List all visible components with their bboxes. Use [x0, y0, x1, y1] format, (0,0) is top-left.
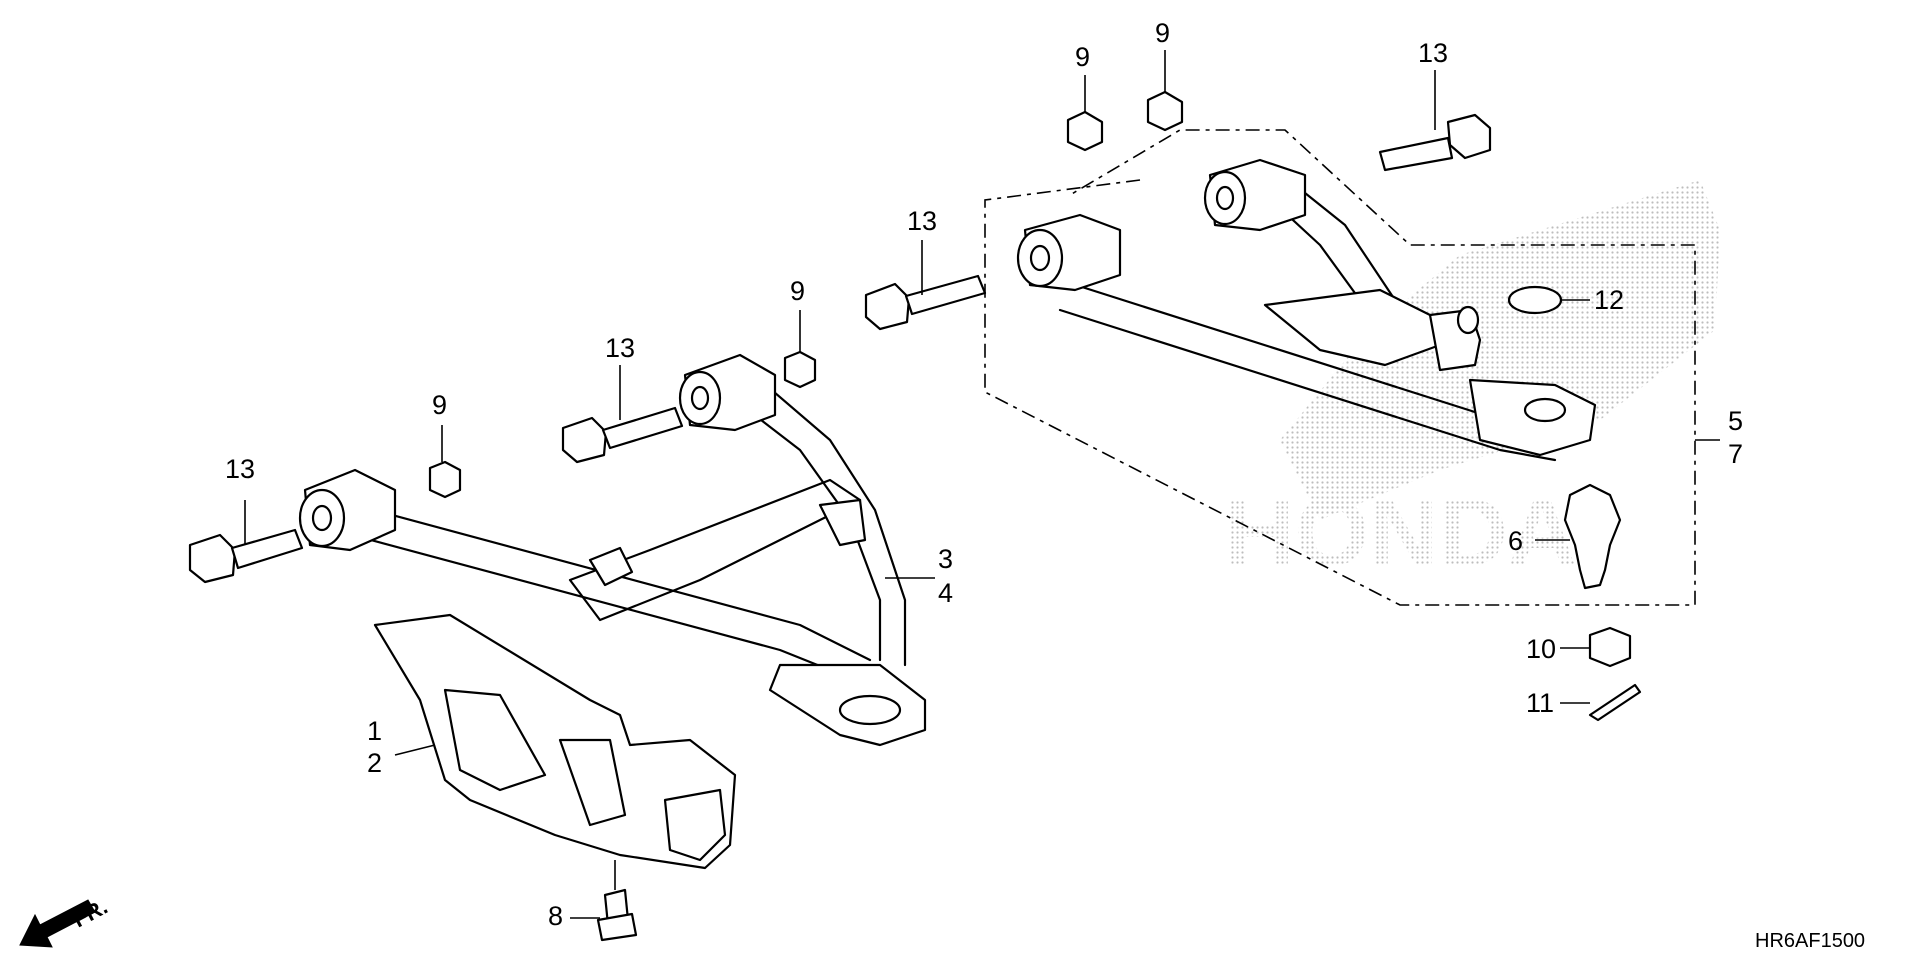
ball-joint-6 — [1563, 483, 1622, 590]
callout-4: 4 — [938, 578, 953, 608]
callout-9-upper-b: 9 — [1155, 18, 1170, 48]
callout-1: 1 — [367, 716, 382, 746]
diagram-code: HR6AF1500 — [1755, 930, 1865, 952]
callout-12: 12 — [1594, 285, 1624, 315]
callout-3: 3 — [938, 544, 953, 574]
circlip-12 — [1507, 285, 1563, 315]
lower-arm — [298, 353, 927, 747]
bolt-13-mid — [561, 406, 684, 464]
upper-arm — [1016, 158, 1597, 462]
honda-watermark: HONDA — [1225, 180, 1720, 586]
callout-13-left: 13 — [225, 454, 255, 484]
bolt-8 — [596, 888, 638, 942]
callout-13-mid: 13 — [605, 333, 635, 363]
leader-lines — [244, 50, 1720, 919]
bolt-13-top — [1378, 113, 1492, 172]
callout-2: 2 — [367, 748, 382, 778]
bolt-13-left — [188, 528, 304, 584]
bolt-13-upper — [864, 274, 987, 331]
front-direction-arrow: FR. — [19, 894, 112, 948]
direction-label: FR. — [69, 894, 112, 933]
callout-9-upper-a: 9 — [1075, 42, 1090, 72]
callout-7: 7 — [1728, 439, 1743, 469]
upper-arm-frame — [984, 129, 1696, 606]
callout-8: 8 — [548, 901, 563, 931]
callout-5: 5 — [1728, 406, 1743, 436]
skid-plate — [373, 613, 737, 870]
nut-9-left — [428, 460, 462, 499]
callout-11: 11 — [1526, 688, 1554, 718]
nut-9-upper-b — [1146, 90, 1184, 132]
callout-9-left: 9 — [432, 390, 447, 420]
callout-13-upper: 13 — [907, 206, 937, 236]
callout-6: 6 — [1508, 526, 1523, 556]
nut-9-upper-a — [1066, 110, 1104, 152]
watermark-text: HONDA — [1225, 479, 1577, 586]
callout-9-mid: 9 — [790, 276, 805, 306]
callout-10: 10 — [1526, 634, 1556, 664]
callout-13-top: 13 — [1418, 38, 1448, 68]
castle-nut-10 — [1588, 626, 1632, 668]
cotter-pin-11 — [1588, 683, 1642, 722]
nut-9-mid — [783, 350, 817, 389]
